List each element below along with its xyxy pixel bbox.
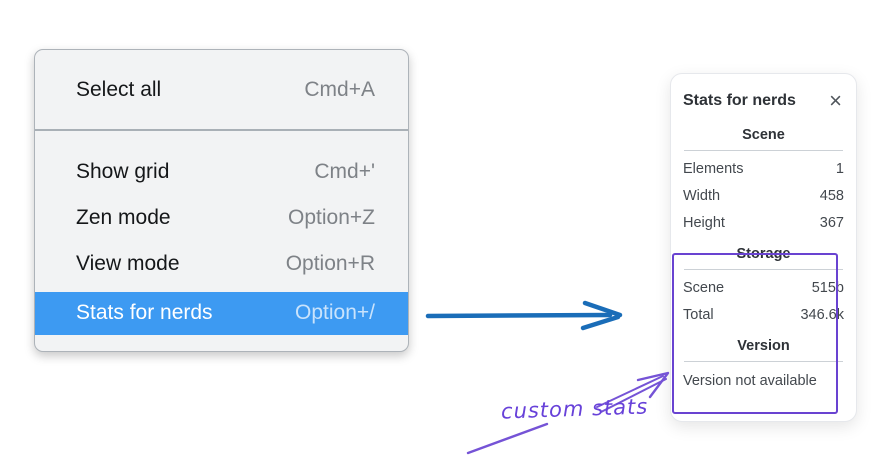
menu-item-shortcut: Cmd+' xyxy=(314,159,375,183)
stat-label: Elements xyxy=(683,161,744,177)
stat-label: Width xyxy=(683,188,721,204)
menu-item-shortcut: Option+R xyxy=(285,251,375,275)
menu-item-shortcut: Option+Z xyxy=(288,205,375,229)
section-header-version: Version xyxy=(737,338,790,354)
menu-item-label: Select all xyxy=(76,78,162,101)
section-divider xyxy=(684,361,843,362)
close-icon[interactable]: × xyxy=(829,88,842,113)
context-menu: Select all Cmd+A Show grid Cmd+' Zen mod… xyxy=(34,49,409,352)
stat-label: Height xyxy=(683,215,725,231)
stat-row-height: Height 367 xyxy=(683,210,844,237)
version-note: Version not available xyxy=(683,373,817,389)
menu-divider xyxy=(35,129,408,131)
annotation-arrow-icon xyxy=(466,371,670,455)
stat-value: 458 xyxy=(819,188,844,204)
annotation-label: custom stats xyxy=(500,394,649,424)
menu-item-label: Show grid xyxy=(76,159,170,183)
menu-item-view-mode[interactable]: View mode Option+R xyxy=(35,241,408,287)
menu-item-label: Zen mode xyxy=(76,205,171,229)
menu-item-show-grid[interactable]: Show grid Cmd+' xyxy=(35,149,408,195)
menu-item-label: Stats for nerds xyxy=(76,301,213,324)
stats-panel: Stats for nerds × Scene Elements 1 Width… xyxy=(670,73,857,422)
stat-value: 367 xyxy=(819,215,844,231)
stat-label: Scene xyxy=(683,280,725,296)
stat-value: 346.6k xyxy=(800,307,844,323)
menu-item-stats-for-nerds[interactable]: Stats for nerds Option+/ xyxy=(35,291,408,335)
section-divider xyxy=(684,269,843,270)
section-header-scene: Scene xyxy=(742,127,785,143)
menu-item-select-all[interactable]: Select all Cmd+A xyxy=(35,67,408,113)
annotation-rectangle xyxy=(672,253,838,414)
stat-row-total-size: Total 346.6k xyxy=(683,302,844,329)
stat-value: 1 xyxy=(835,161,844,177)
menu-item-zen-mode[interactable]: Zen mode Option+Z xyxy=(35,195,408,241)
stats-panel-header: Stats for nerds × xyxy=(683,89,844,113)
section-divider xyxy=(684,150,843,151)
stat-label: Total xyxy=(683,307,714,323)
stat-row-scene-size: Scene 515b xyxy=(683,275,844,302)
menu-item-shortcut: Cmd+A xyxy=(304,78,375,101)
right-arrow-icon xyxy=(425,300,623,331)
stat-row-elements: Elements 1 xyxy=(683,156,844,183)
stats-panel-title: Stats for nerds xyxy=(683,92,796,109)
menu-item-label: View mode xyxy=(76,251,180,275)
stat-value: 515b xyxy=(811,280,844,296)
stat-row-width: Width 458 xyxy=(683,183,844,210)
menu-item-shortcut: Option+/ xyxy=(295,301,375,324)
